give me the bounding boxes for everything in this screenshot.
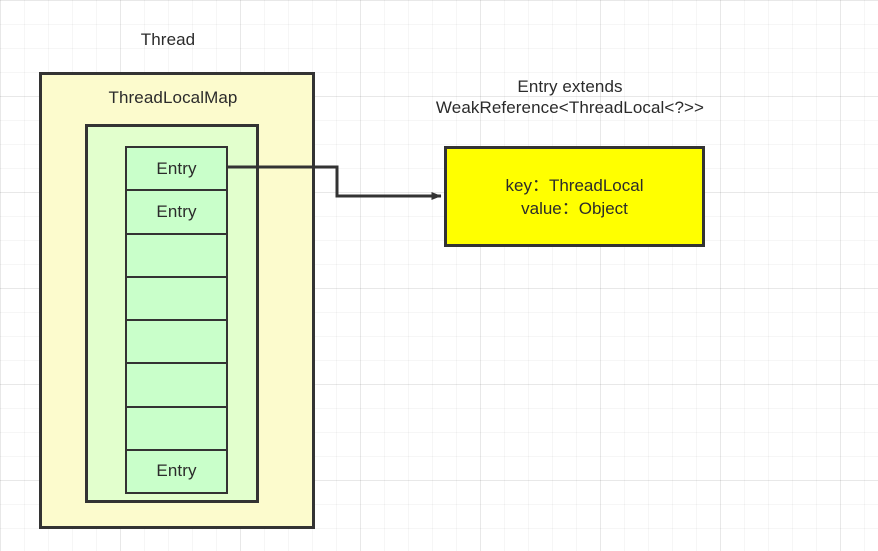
entry-cell-label: Entry [156, 201, 197, 221]
entry-detail-box: key：ThreadLocal value：Object [444, 146, 705, 247]
entry-cell[interactable]: Entry [125, 146, 228, 191]
thread-label: Thread [140, 30, 196, 49]
entry-cell[interactable] [125, 406, 228, 450]
entry-cell[interactable] [125, 320, 228, 364]
entry-cell-label: Entry [156, 461, 197, 481]
threadlocalmap-label: ThreadLocalMap [108, 88, 238, 107]
entry-extends-label: Entry extends WeakReference<ThreadLocal<… [435, 77, 705, 117]
entry-cell[interactable]: Entry [125, 190, 228, 234]
entry-cell[interactable] [125, 276, 228, 320]
entry-cell[interactable] [125, 233, 228, 277]
entry-cell[interactable] [125, 363, 228, 407]
entry-cell-label: Entry [156, 158, 197, 178]
entry-detail-text: key：ThreadLocal value：Object [505, 175, 644, 218]
entry-cell[interactable]: Entry [125, 449, 228, 494]
entry-table: Entry Entry Entry [125, 146, 228, 494]
